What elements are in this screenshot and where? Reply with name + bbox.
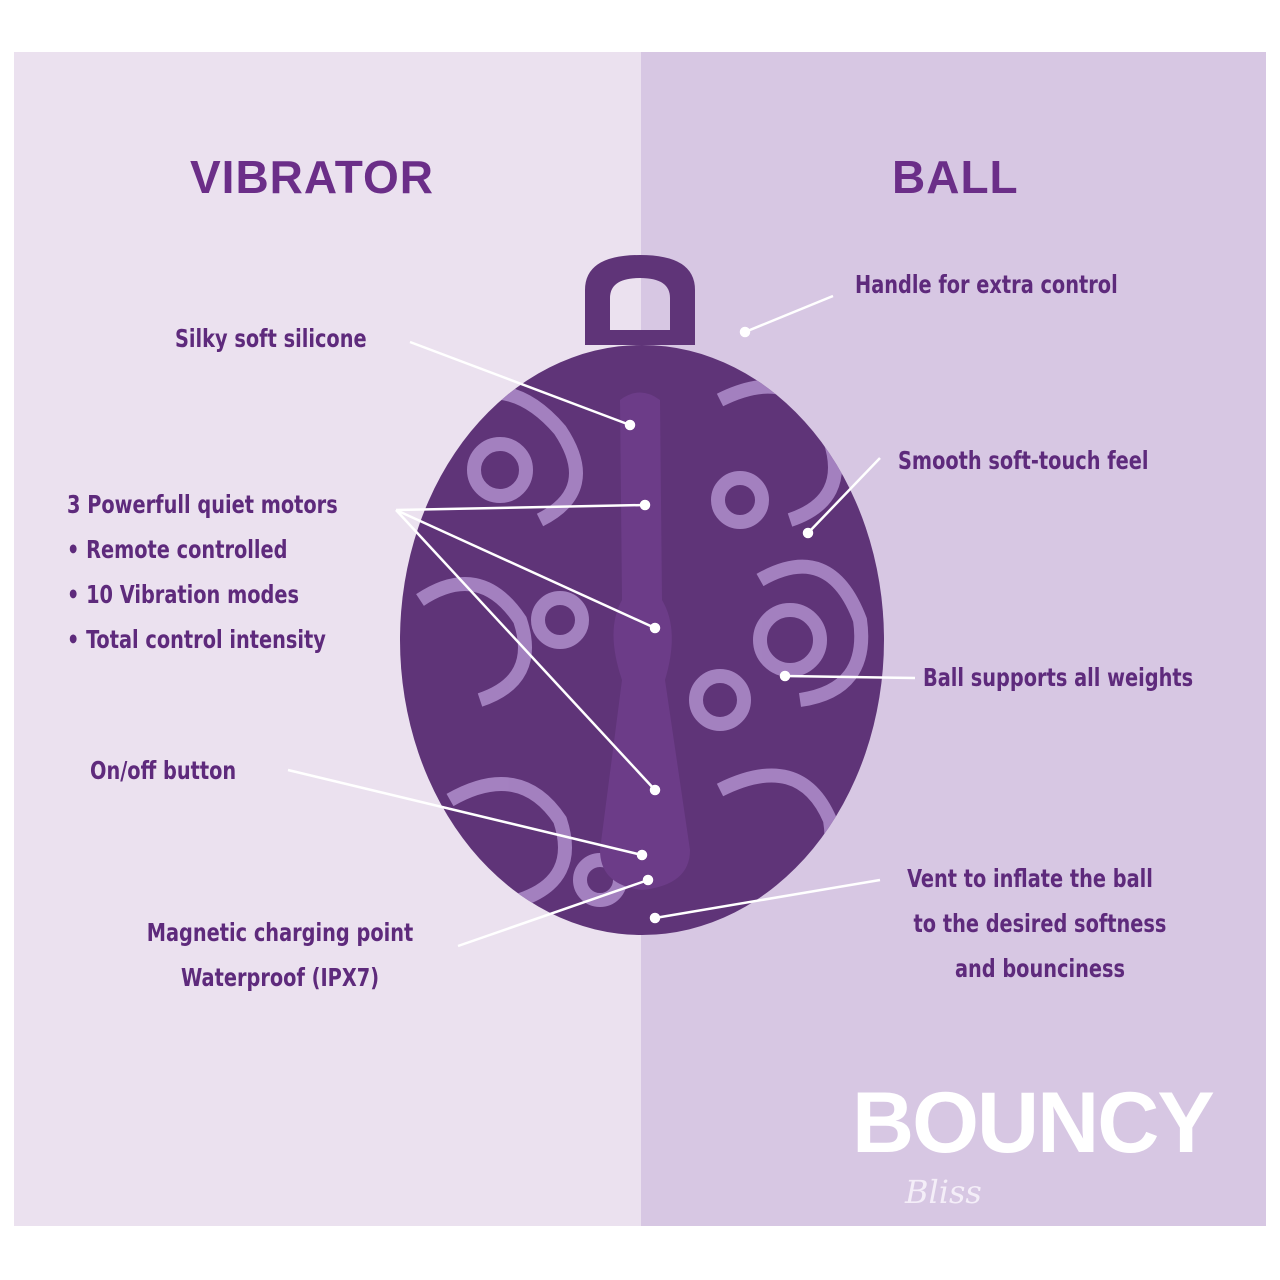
feature-button: On/off button bbox=[90, 756, 237, 785]
vibrator-shaft bbox=[600, 392, 690, 890]
brand-logo-script: Bliss bbox=[905, 1173, 982, 1211]
feature-silicone: Silky soft silicone bbox=[175, 324, 367, 353]
feature-bullet-modes: • 10 Vibration modes bbox=[67, 580, 299, 609]
feature-charging-2: Waterproof (IPX7) bbox=[180, 963, 380, 992]
feature-charging-1: Magnetic charging point bbox=[146, 918, 414, 947]
ball-heading: BALL bbox=[892, 151, 1019, 203]
feature-bullet-intensity: • Total control intensity bbox=[67, 625, 326, 654]
leader-lines bbox=[287, 294, 916, 948]
feature-vent-2: to the desired softness bbox=[913, 909, 1167, 938]
feature-feel: Smooth soft-touch feel bbox=[898, 446, 1149, 475]
feature-vent-3: and bounciness bbox=[954, 954, 1126, 983]
feature-handle: Handle for extra control bbox=[855, 270, 1118, 299]
vibrator-heading: VIBRATOR bbox=[190, 151, 434, 203]
feature-vent-1: Vent to inflate the ball bbox=[907, 864, 1153, 893]
brand-logo: BOUNCY bbox=[852, 1075, 1215, 1171]
feature-motors: 3 Powerfull quiet motors bbox=[67, 490, 338, 519]
feature-weights: Ball supports all weights bbox=[923, 663, 1194, 692]
ball-handle bbox=[585, 255, 695, 345]
feature-bullet-remote: • Remote controlled bbox=[67, 535, 288, 564]
